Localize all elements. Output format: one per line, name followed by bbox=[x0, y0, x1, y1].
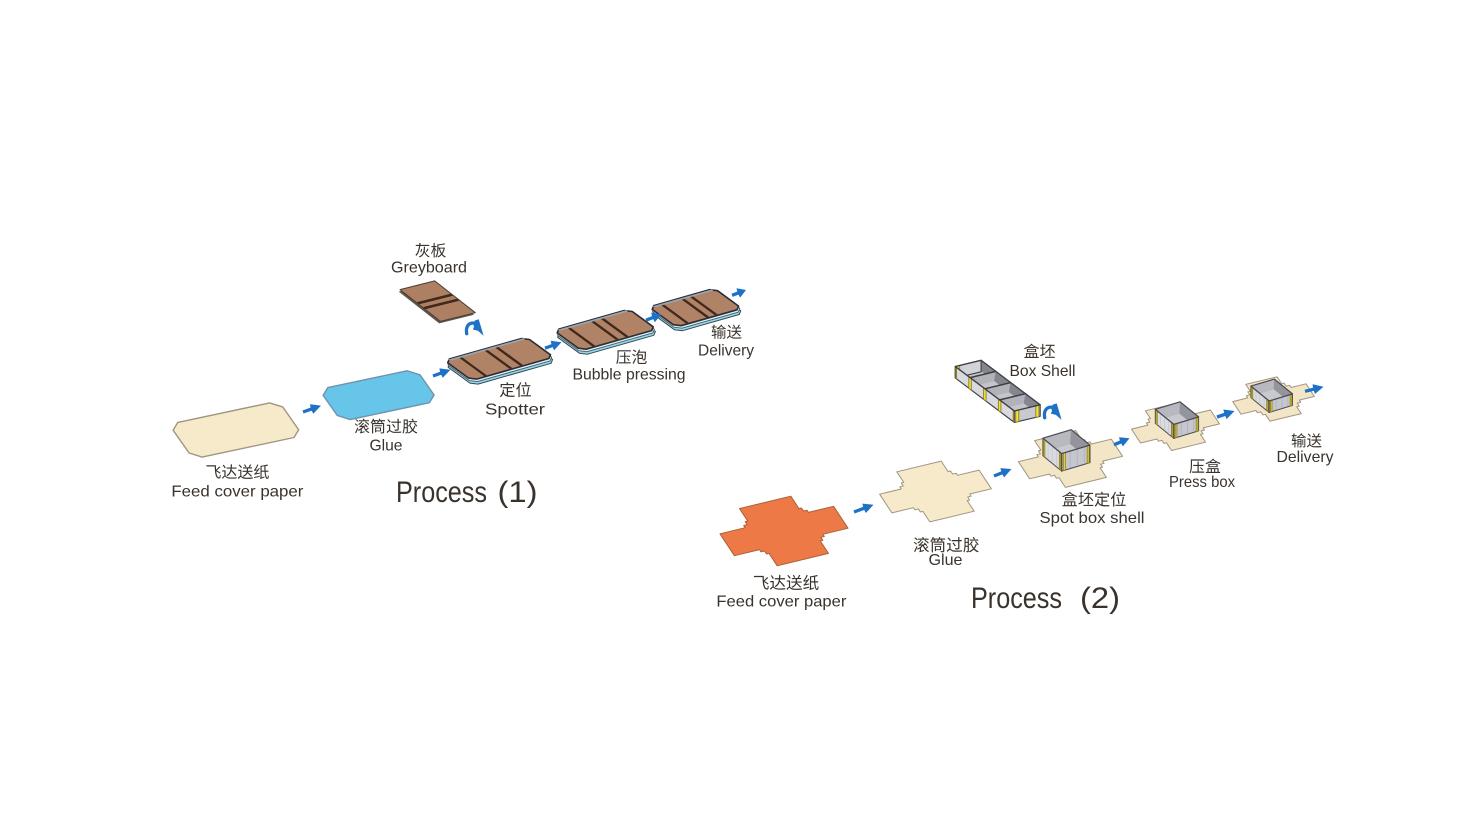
svg-text:Delivery: Delivery bbox=[698, 343, 754, 360]
svg-text:Press box: Press box bbox=[1169, 474, 1235, 491]
svg-text:Process: Process bbox=[971, 582, 1062, 615]
svg-text:Delivery: Delivery bbox=[1277, 449, 1334, 466]
svg-text:Greyboard: Greyboard bbox=[391, 260, 467, 277]
svg-text:Glue: Glue bbox=[370, 438, 403, 455]
svg-text:Box Shell: Box Shell bbox=[1010, 363, 1076, 380]
svg-text:Feed cover paper: Feed cover paper bbox=[171, 484, 304, 501]
svg-text:Bubble pressing: Bubble pressing bbox=[573, 367, 686, 384]
svg-text:Feed cover paper: Feed cover paper bbox=[716, 594, 847, 611]
svg-text:(2): (2) bbox=[1080, 582, 1120, 615]
svg-text:Process: Process bbox=[396, 476, 487, 509]
svg-text:Glue: Glue bbox=[929, 552, 963, 569]
svg-text:Spot box shell: Spot box shell bbox=[1040, 510, 1145, 527]
svg-text:(1): (1) bbox=[498, 476, 538, 509]
svg-text:Spotter: Spotter bbox=[485, 402, 546, 419]
